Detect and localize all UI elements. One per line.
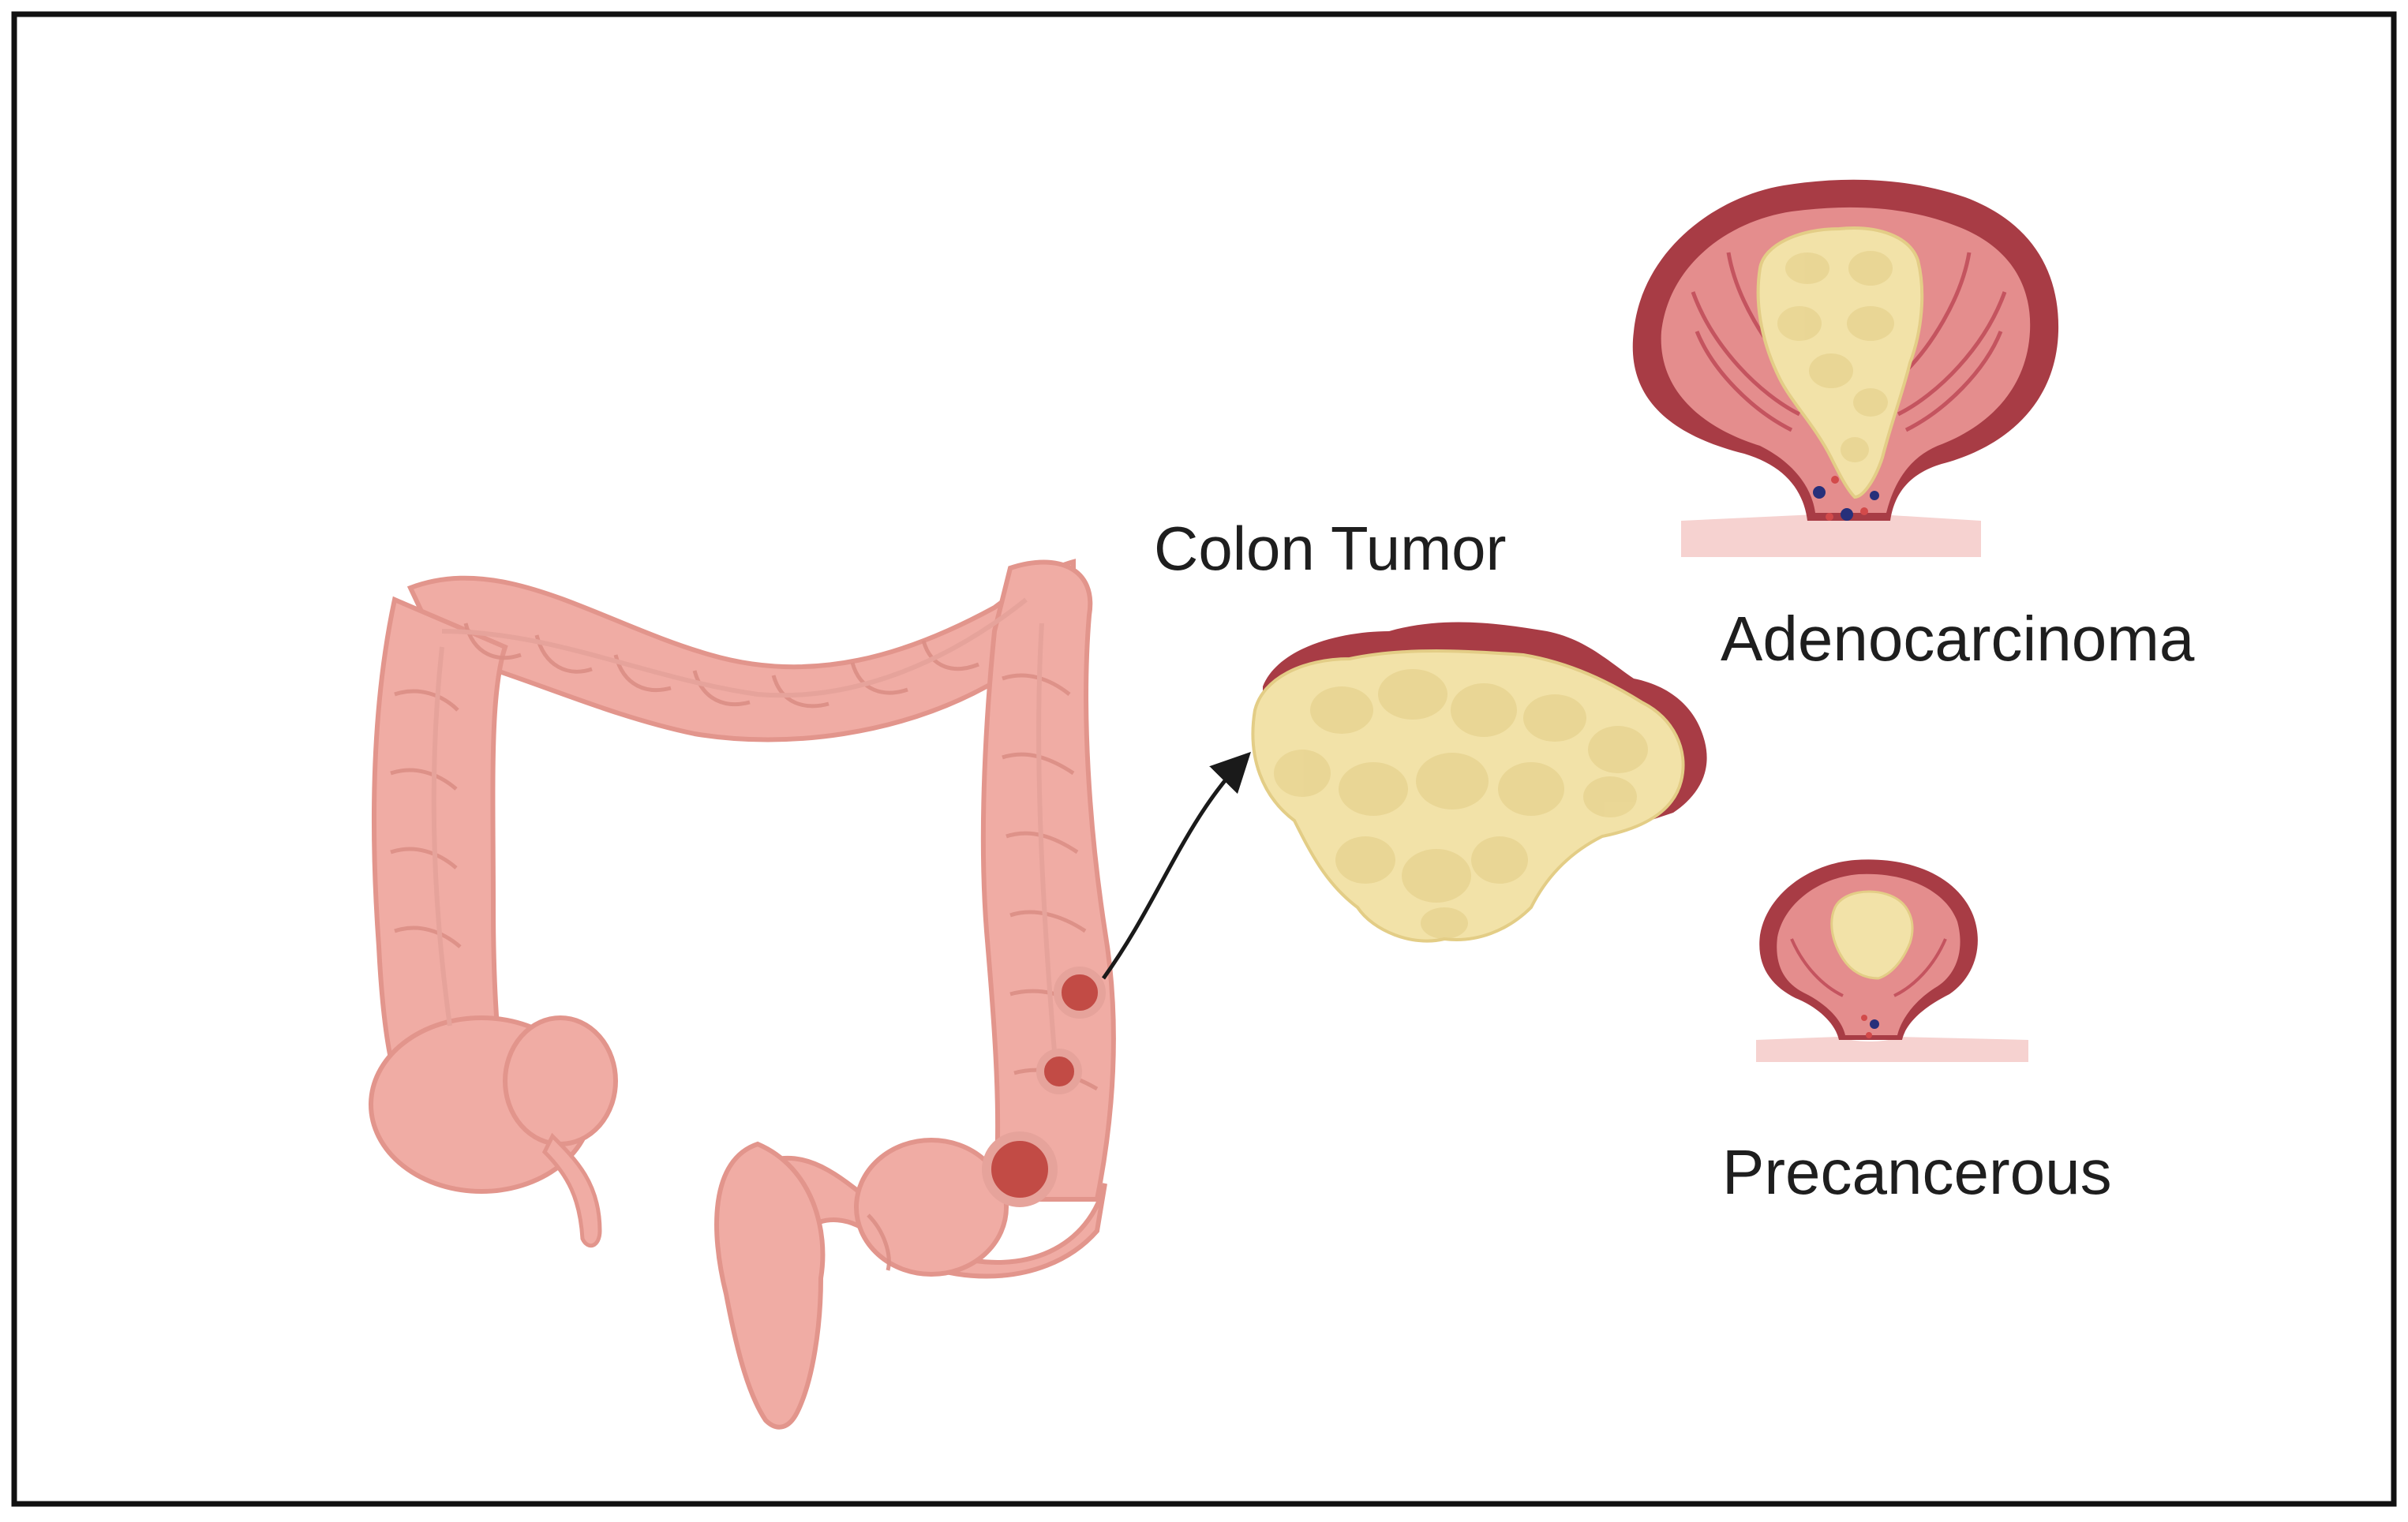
pointer-arrow xyxy=(1101,751,1251,980)
cecum-lobe xyxy=(503,1015,618,1146)
precancerous-polyp-illustration xyxy=(1756,859,2028,1062)
adeno-cells xyxy=(1813,476,1879,521)
figure-frame xyxy=(11,11,2397,1507)
label-adenocarcinoma: Adenocarcinoma xyxy=(1721,604,2195,674)
appendix xyxy=(541,1132,602,1248)
label-colon-tumor: Colon Tumor xyxy=(1154,514,1507,583)
lesion-middle xyxy=(1036,1049,1082,1094)
sigmoid-bulge xyxy=(854,1138,1009,1277)
precancer-folds xyxy=(1790,938,1947,997)
precancer-cells xyxy=(1861,1015,1879,1038)
adeno-core-texture xyxy=(1777,251,1894,462)
adeno-mucosa xyxy=(1681,514,1981,557)
transverse-colon xyxy=(406,559,1076,742)
adenocarcinoma-polyp-illustration xyxy=(1632,179,2059,557)
tumor-mass-illustration xyxy=(1251,622,1707,943)
lesion-upper xyxy=(1054,967,1106,1019)
lesion-lower xyxy=(982,1131,1058,1207)
colon-lesions xyxy=(982,967,1106,1207)
colon-illustration xyxy=(369,559,1116,1430)
label-precancerous: Precancerous xyxy=(1722,1137,2112,1207)
precancer-tumor-core xyxy=(1830,890,1914,980)
precancer-mucosa xyxy=(1756,1037,2028,1062)
descending-colon xyxy=(980,559,1116,1202)
tenia-lines xyxy=(431,597,1060,1090)
rectum xyxy=(714,1141,826,1430)
tumor-texture xyxy=(1274,669,1648,939)
